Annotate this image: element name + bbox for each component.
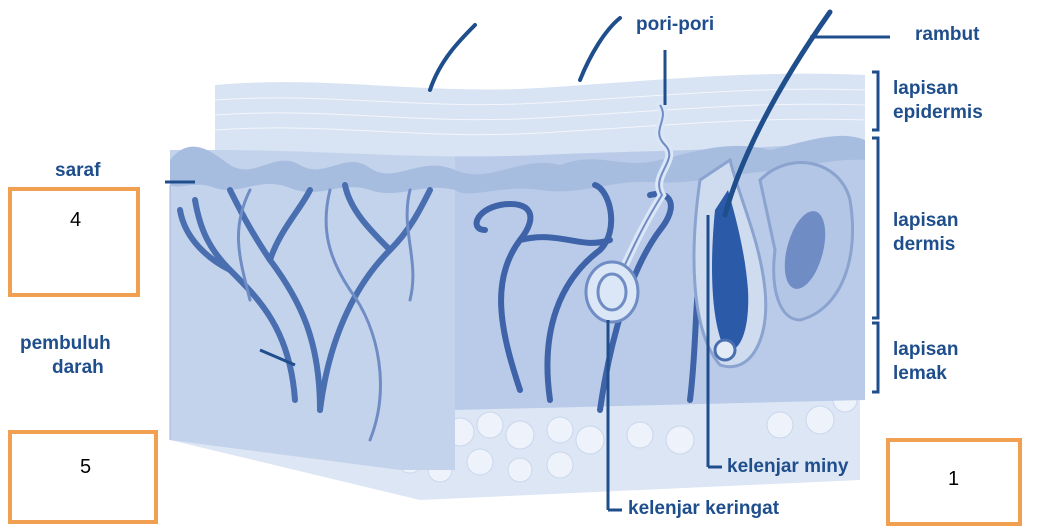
layer-brackets [872,72,878,392]
label-lemak-2: lemak [893,363,947,385]
answer-box-1: 1 [886,438,1022,526]
surface-hairs [430,18,620,90]
label-saraf: saraf [55,160,100,182]
label-pembuluh: pembuluh [20,333,111,355]
answer-box-4-number: 4 [70,209,81,232]
label-pori-pori: pori-pori [636,14,714,36]
answer-box-5-number: 5 [80,456,91,479]
label-kelenjar-keringat: kelenjar keringat [628,498,779,520]
answer-box-5: 5 [8,430,158,524]
label-epidermis-2: epidermis [893,102,983,124]
label-kelenjar-minyak: kelenjar miny [727,456,848,478]
label-darah: darah [52,357,104,379]
label-lemak-1: lapisan [893,339,958,361]
label-epidermis-1: lapisan [893,78,958,100]
label-dermis-2: dermis [893,234,955,256]
answer-box-4: 4 [8,187,140,297]
dermis-left-block [170,150,455,470]
label-dermis-1: lapisan [893,210,958,232]
answer-box-1-number: 1 [948,468,959,491]
label-rambut: rambut [915,24,979,46]
